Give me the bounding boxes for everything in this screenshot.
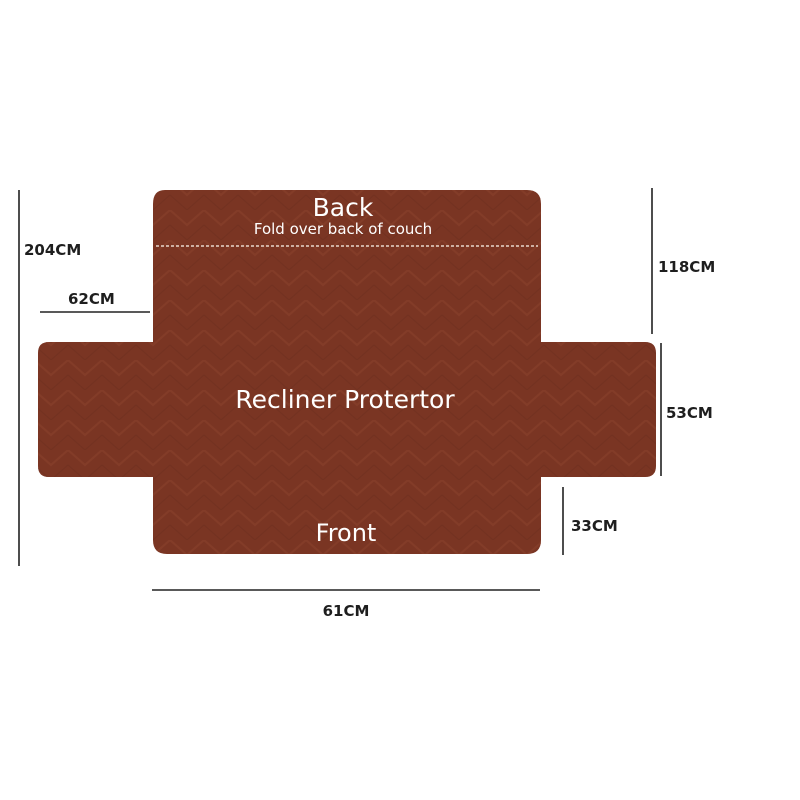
seat-width-label: 61CM — [323, 602, 370, 620]
arm-width-label: 62CM — [68, 290, 115, 308]
cover-quilt-pattern — [38, 190, 656, 554]
back-length-label: 118CM — [658, 258, 715, 276]
cover-shape — [38, 190, 656, 554]
back-sublabel: Fold over back of couch — [254, 220, 432, 238]
dimension-lines — [18, 188, 662, 591]
arm-length-label: 53CM — [666, 404, 713, 422]
back-label: Back — [313, 193, 374, 222]
front-length-label: 33CM — [571, 517, 618, 535]
center-label: Recliner Protertor — [235, 385, 455, 414]
total-length-label: 204CM — [24, 241, 81, 259]
front-label: Front — [316, 519, 377, 547]
